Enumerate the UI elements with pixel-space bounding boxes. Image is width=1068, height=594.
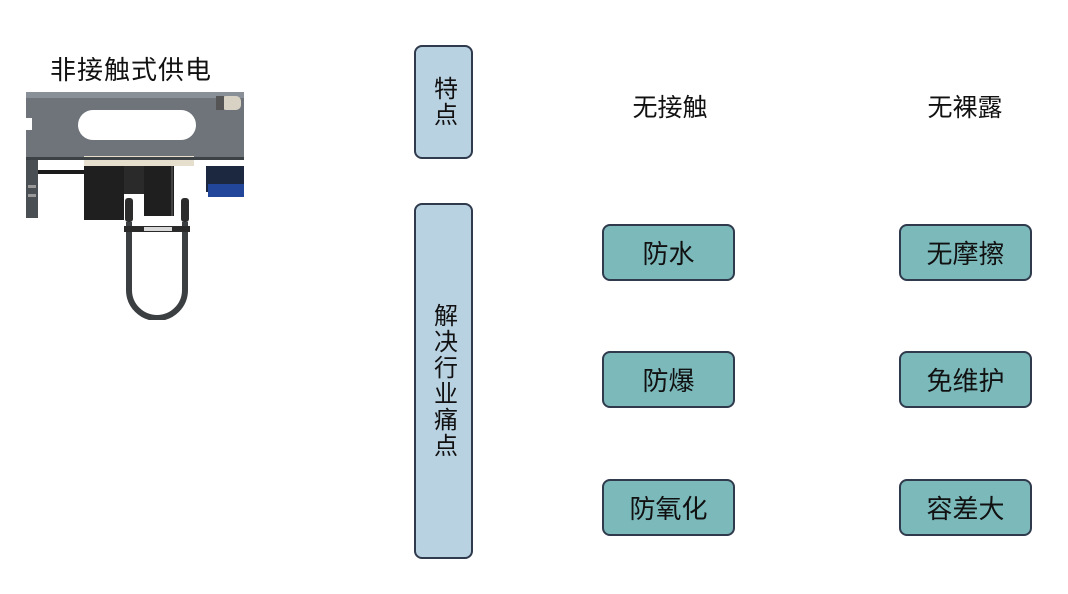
pain-point-box-explosion-proof: 防爆 (602, 351, 735, 408)
pain-points-category-box: 解决行业痛点 (414, 203, 473, 559)
pain-point-box-large-tolerance: 容差大 (899, 479, 1032, 536)
pain-point-box-waterproof: 防水 (602, 224, 735, 281)
feature-label-no-contact: 无接触 (632, 93, 708, 122)
features-category-box: 特点 (414, 45, 473, 159)
diagram-title: 非接触式供电 (50, 56, 213, 86)
device-image (26, 92, 244, 320)
pain-point-box-maintenance-free: 免维护 (899, 351, 1032, 408)
pain-point-box-anti-oxidation: 防氧化 (602, 479, 735, 536)
pain-point-box-no-friction: 无摩擦 (899, 224, 1032, 281)
feature-label-no-exposure: 无裸露 (927, 93, 1003, 122)
